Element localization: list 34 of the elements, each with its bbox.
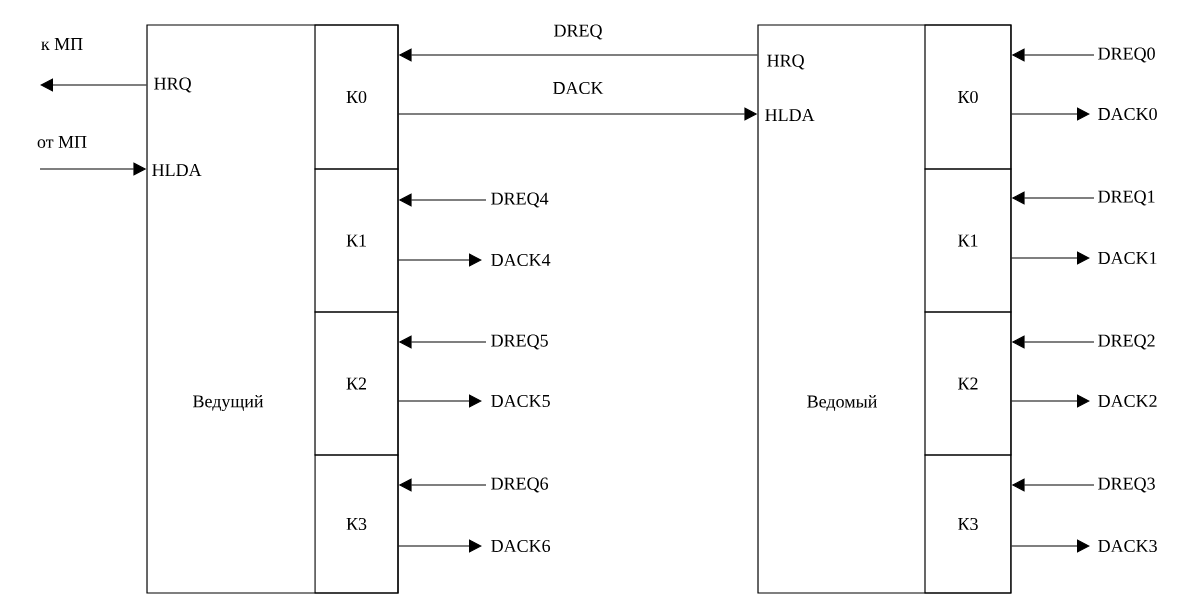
edge-label: DACK4 (489, 252, 552, 268)
edge-label: DREQ5 (489, 333, 550, 351)
edge-label: DREQ6 (489, 476, 550, 494)
arrow (1011, 107, 1090, 121)
channel-box: К3 (924, 454, 1012, 594)
edge-label: к МП (39, 37, 85, 51)
arrow (1011, 394, 1090, 408)
edge-label: DREQ2 (1096, 333, 1157, 351)
arrow (1011, 539, 1090, 553)
channel-box: К1 (314, 168, 399, 313)
edge-label: DREQ0 (1096, 46, 1157, 64)
edge-label: DREQ3 (1096, 476, 1157, 494)
edge-label: DREQ1 (1096, 189, 1157, 207)
channel-box: К2 (314, 311, 399, 456)
edge-label: DREQ (552, 23, 604, 41)
channel-box: К1 (924, 168, 1012, 313)
arrow (40, 78, 147, 92)
arrow (398, 539, 482, 553)
edge-label: от МП (35, 135, 89, 149)
edge-label: DACK5 (489, 393, 552, 409)
arrow (398, 253, 482, 267)
edge-label: DACK1 (1096, 250, 1159, 266)
edge-label: DACK0 (1096, 106, 1159, 122)
channel-box: К2 (924, 311, 1012, 456)
channel-box: К0 (314, 24, 399, 170)
channel-box: К3 (314, 454, 399, 594)
edge-label: DACK (551, 80, 605, 96)
edge-label: DACK2 (1096, 393, 1159, 409)
edge-label: DACK6 (489, 538, 552, 554)
edge-label: DREQ4 (489, 191, 550, 209)
channel-box: К0 (924, 24, 1012, 170)
edge-label: DACK3 (1096, 538, 1159, 554)
arrow (1011, 251, 1090, 265)
arrow (398, 394, 482, 408)
